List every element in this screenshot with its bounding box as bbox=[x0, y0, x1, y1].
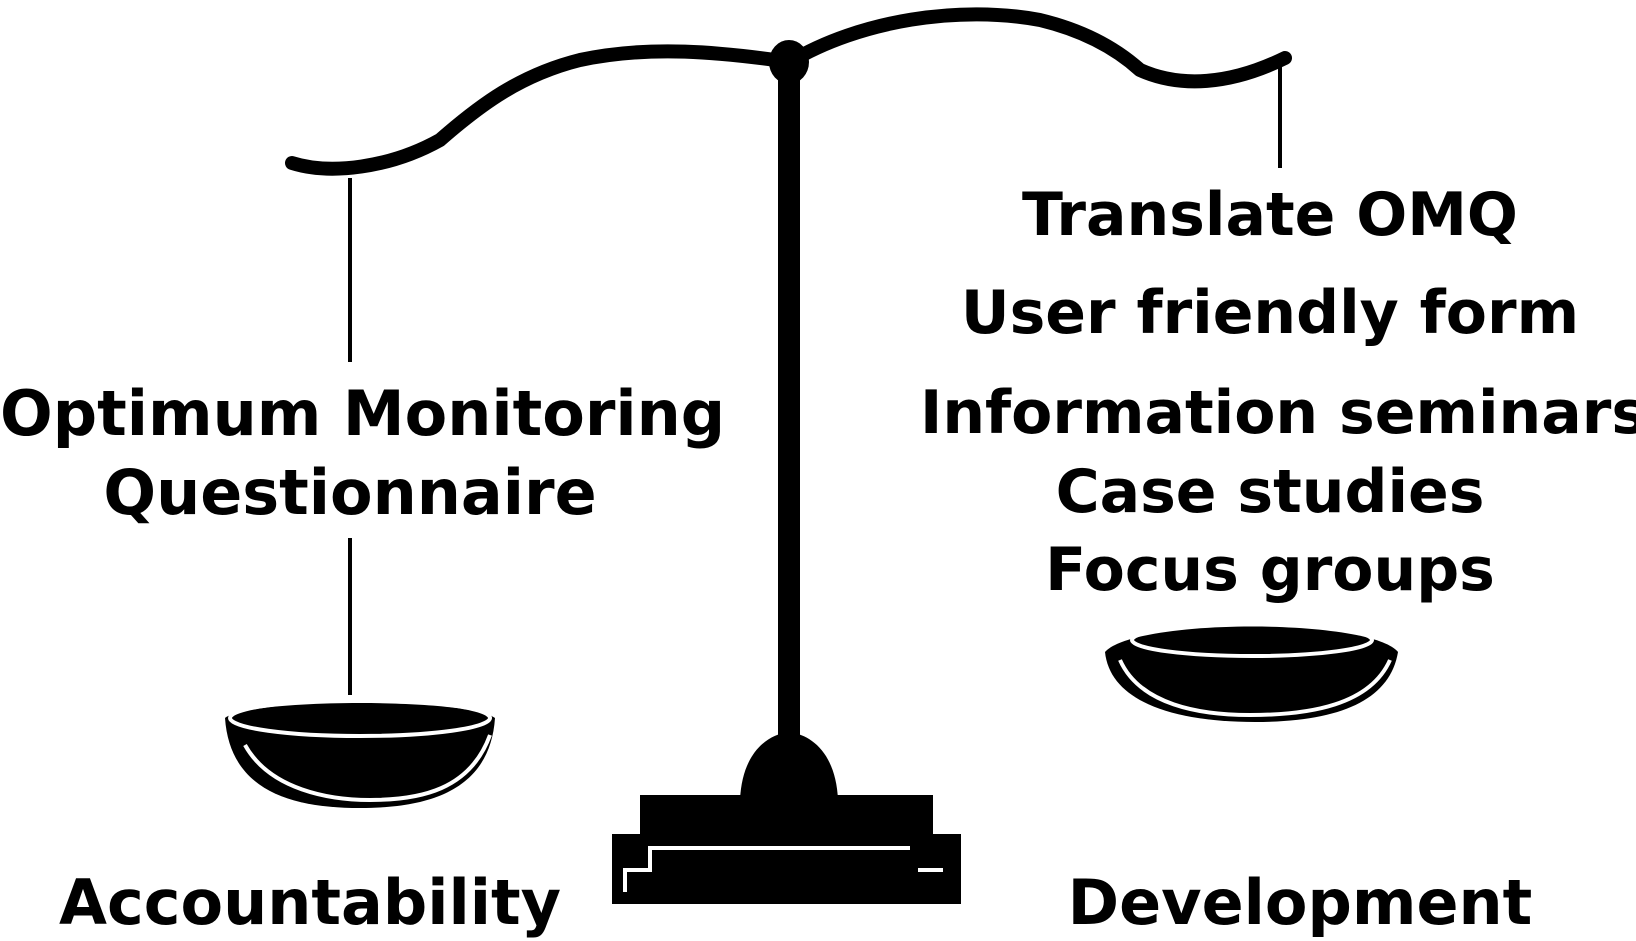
left-pan-highlight bbox=[243, 734, 492, 803]
scale-post bbox=[778, 70, 800, 740]
right-item-5: Focus groups bbox=[1045, 535, 1495, 605]
right-item-1: Translate OMQ bbox=[1022, 180, 1518, 250]
left-label-line1: Optimum Monitoring bbox=[0, 377, 726, 450]
left-label-line2: Questionnaire bbox=[103, 456, 597, 529]
left-pan-rim bbox=[228, 698, 492, 738]
post-dome bbox=[740, 732, 838, 800]
accountability-caption: Accountability bbox=[58, 866, 562, 939]
development-caption: Development bbox=[1067, 866, 1533, 939]
base-highlight bbox=[623, 846, 943, 892]
right-item-3: Information seminars bbox=[920, 378, 1636, 448]
left-pan bbox=[225, 703, 495, 808]
scale-base-bottom bbox=[612, 834, 961, 904]
right-pan-rim bbox=[1130, 622, 1374, 658]
right-pan bbox=[1105, 626, 1398, 722]
right-item-2: User friendly form bbox=[960, 278, 1580, 348]
scale-base-top bbox=[640, 795, 933, 837]
right-item-4: Case studies bbox=[1055, 457, 1485, 527]
right-pan-highlight bbox=[1118, 659, 1392, 718]
